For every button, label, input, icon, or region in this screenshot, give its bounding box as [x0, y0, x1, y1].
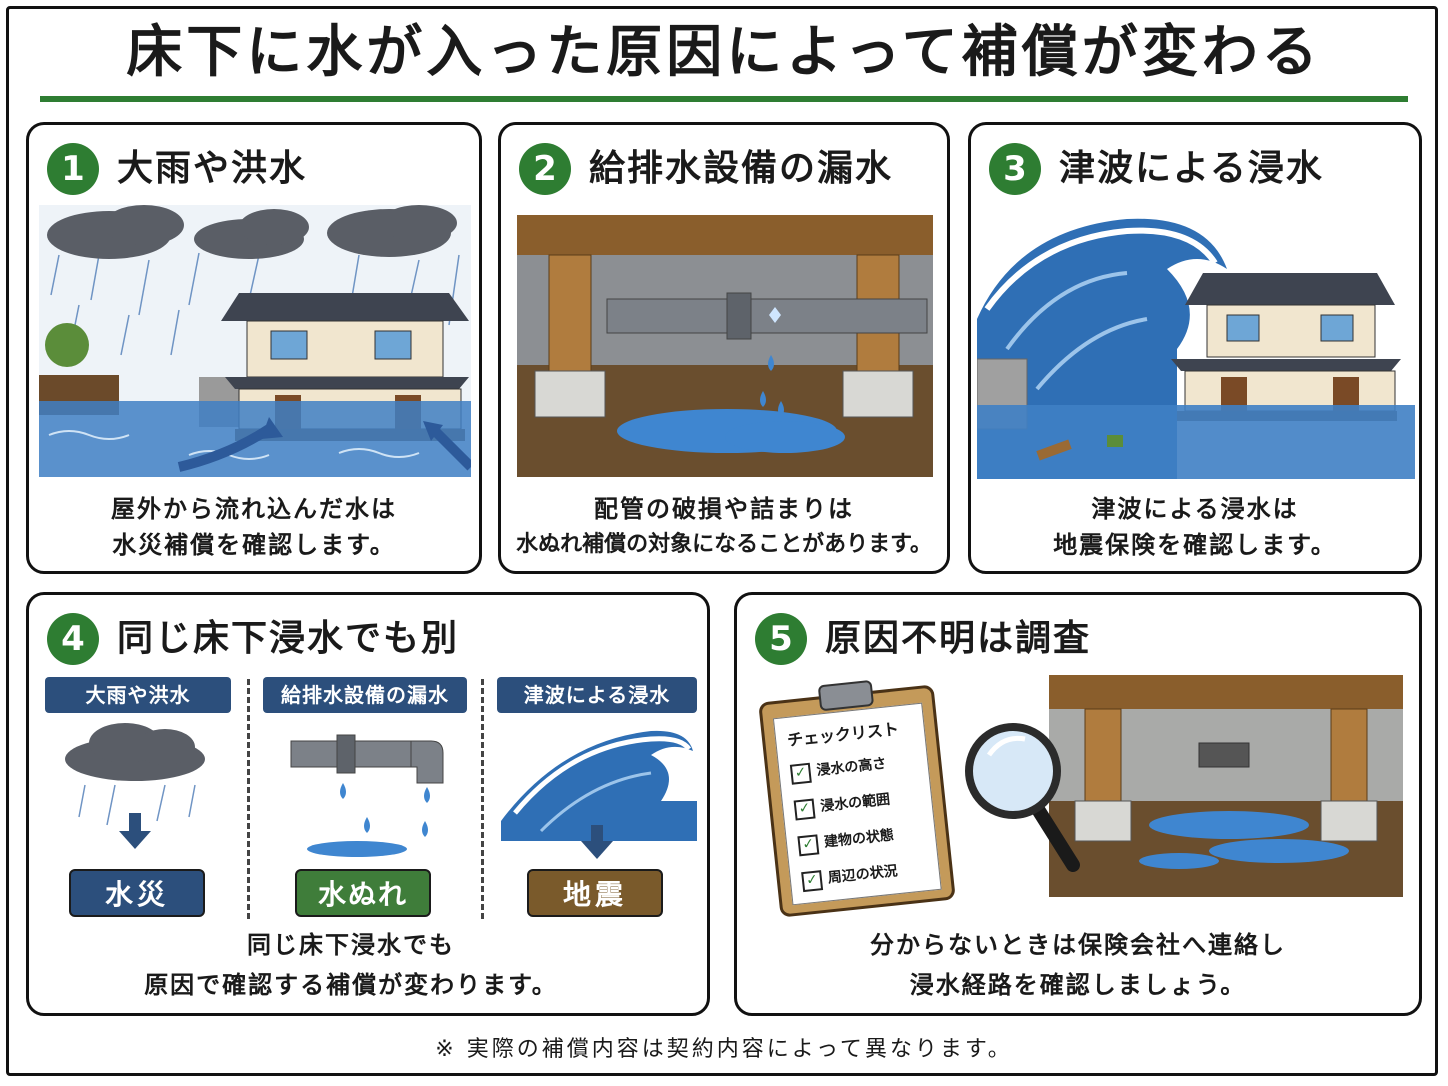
card-caption-line1: 同じ床下浸水でも	[247, 931, 455, 959]
card-caption-line1: 屋外から流れ込んだ水は	[111, 495, 397, 523]
card-title: 同じ床下浸水でも別	[117, 618, 460, 659]
result-badge-water-disaster: 水災	[69, 869, 205, 917]
card-caption-line1: 配管の破損や詰まりは	[594, 495, 854, 523]
card-caption-line2: 水災補償を確認します。	[112, 531, 396, 559]
column-heading-pipe: 給排水設備の漏水	[263, 677, 467, 713]
wave-icon	[501, 721, 697, 861]
disclaimer-footnote: ※ 実際の補償内容は契約内容によって異なります。	[435, 1037, 1013, 1062]
card-caption-line2: 原因で確認する補償が変わります。	[144, 971, 558, 999]
card-unknown-cause-investigation: 5 原因不明は調査 チェックリスト ✓浸水の高さ ✓浸水の範囲 ✓建物の状態 ✓…	[734, 592, 1422, 1016]
result-badge-earthquake: 地震	[527, 869, 663, 917]
page-title: 床下に水が入った原因によって補償が変わる	[126, 20, 1322, 85]
card-title: 原因不明は調査	[825, 618, 1092, 659]
column-heading-rain: 大雨や洪水	[45, 677, 231, 713]
card-title: 津波による浸水	[1059, 148, 1324, 189]
checklist-item: 浸水の範囲	[819, 791, 891, 815]
checkbox-checked-icon: ✓	[789, 762, 812, 785]
page-frame	[6, 6, 1438, 1076]
clipboard-checklist: チェックリスト ✓浸水の高さ ✓浸水の範囲 ✓建物の状態 ✓周辺の状況	[758, 673, 959, 918]
column-divider	[481, 679, 484, 919]
title-divider	[40, 96, 1408, 102]
checkbox-checked-icon: ✓	[797, 834, 820, 857]
card-number-badge: 2	[519, 143, 571, 195]
card-number-badge: 1	[47, 143, 99, 195]
underfloor-scene	[1049, 675, 1403, 897]
card-caption-line2: 地震保険を確認します。	[1053, 531, 1337, 559]
result-badge-water-damage: 水ぬれ	[295, 869, 431, 917]
card-tsunami: 3 津波による浸水 津波による浸水は 地震保険を	[968, 122, 1422, 574]
column-heading-tsunami: 津波による浸水	[497, 677, 697, 713]
rain-flood-scene	[39, 205, 471, 477]
card-number-badge: 4	[47, 613, 99, 665]
checklist-item: 浸水の高さ	[815, 755, 888, 780]
rain-cloud-icon	[55, 721, 225, 851]
card-caption-line2: 水ぬれ補償の対象になることがあります。	[516, 532, 932, 557]
card-same-flood-different-cover: 4 同じ床下浸水でも別 大雨や洪水 水災 給排水設備の漏水 水ぬれ	[26, 592, 710, 1016]
checklist-item: 建物の状態	[823, 827, 895, 851]
checkbox-checked-icon: ✓	[801, 870, 824, 893]
card-caption-line1: 津波による浸水は	[1091, 495, 1299, 523]
card-caption-line1: 分からないときは保険会社へ連絡し	[870, 931, 1286, 959]
checkbox-checked-icon: ✓	[793, 798, 816, 821]
clipboard-board: チェックリスト ✓浸水の高さ ✓浸水の範囲 ✓建物の状態 ✓周辺の状況	[758, 679, 956, 918]
card-number-badge: 3	[989, 143, 1041, 195]
card-heavy-rain-flood: 1 大雨や洪水	[26, 122, 482, 574]
magnifier-icon	[961, 715, 1081, 875]
column-divider	[247, 679, 250, 919]
leaking-pipe-icon	[281, 725, 451, 865]
checklist-item: 周辺の状況	[827, 863, 899, 887]
card-pipe-leak: 2 給排水設備の漏水 配管の破損や詰まりは 水ぬれ補償の対象になることがあり	[498, 122, 950, 574]
card-title: 給排水設備の漏水	[589, 148, 894, 189]
clipboard-clip	[817, 679, 875, 712]
card-caption-line2: 浸水経路を確認しましょう。	[909, 971, 1247, 999]
pipe-leak-scene	[517, 215, 933, 477]
tsunami-scene	[977, 209, 1415, 479]
card-number-badge: 5	[755, 613, 807, 665]
card-title: 大雨や洪水	[117, 148, 308, 189]
